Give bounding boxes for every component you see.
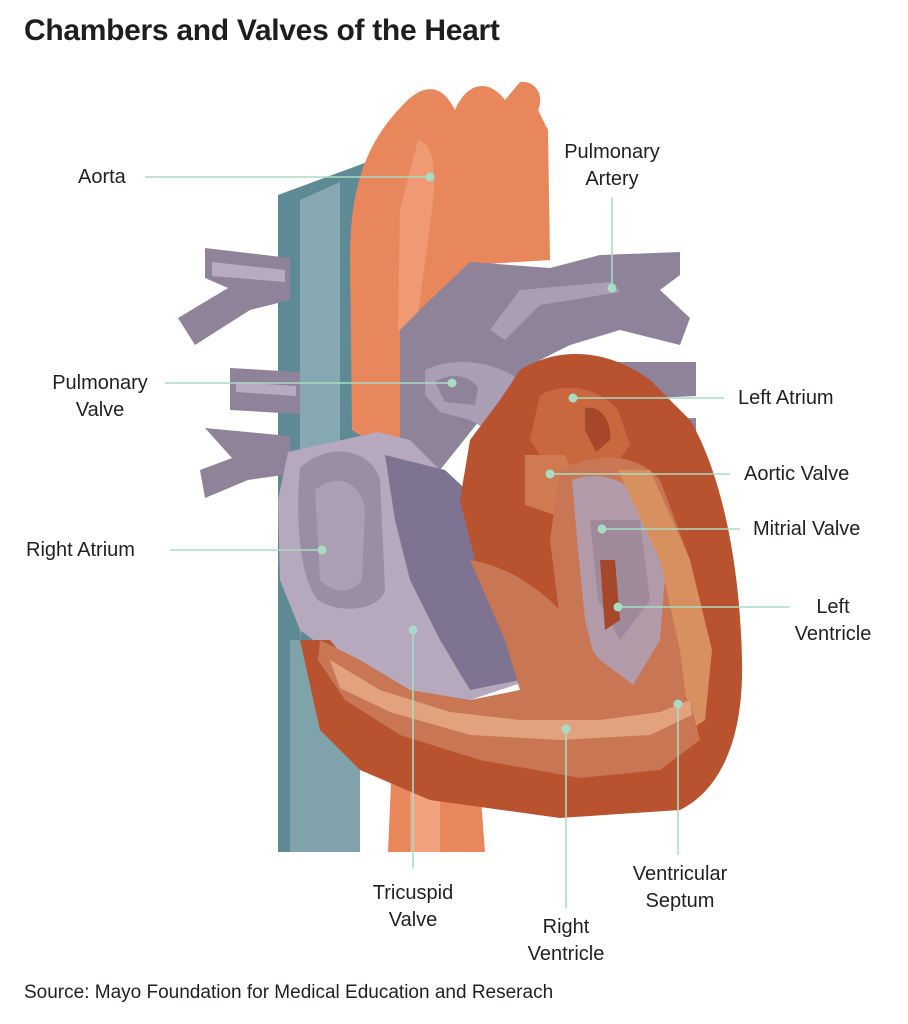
label-aorta: Aorta [78, 164, 126, 191]
left-ventricle-point [614, 603, 623, 612]
label-ventricular-septum: Ventricular Septum [612, 861, 748, 915]
label-pulmonary-artery: Pulmonary Artery [552, 139, 672, 193]
label-right-ventricle-line-1: Right [506, 914, 626, 941]
ventricular-septum-point [674, 700, 683, 709]
aortic-valve-point [546, 470, 555, 479]
mitral-valve-point [598, 525, 607, 534]
tricuspid-valve-point [409, 626, 418, 635]
label-left-atrium: Left Atrium [738, 385, 834, 412]
label-pulmonary-valve-line-1: Pulmonary [40, 370, 160, 397]
label-tricuspid-valve: Tricuspid Valve [353, 880, 473, 934]
label-pulmonary-artery-line-1: Pulmonary [552, 139, 672, 166]
label-left-ventricle-line-1: Left [774, 594, 892, 621]
pulmonary-artery-point [608, 284, 617, 293]
label-right-ventricle: Right Ventricle [506, 914, 626, 968]
right-ventricle-point [562, 725, 571, 734]
pulmonary-valve-point [448, 379, 457, 388]
label-ventricular-septum-line-2: Septum [612, 888, 748, 915]
aorta-point [426, 173, 435, 182]
label-right-atrium: Right Atrium [26, 537, 135, 564]
label-tricuspid-valve-line-2: Valve [353, 907, 473, 934]
label-mitral-valve: Mitrial Valve [753, 516, 860, 543]
label-aortic-valve: Aortic Valve [744, 461, 849, 488]
label-tricuspid-valve-line-1: Tricuspid [353, 880, 473, 907]
left-pulmonary-vessels [178, 248, 300, 498]
left-atrium-point [569, 394, 578, 403]
source-credit: Source: Mayo Foundation for Medical Educ… [24, 982, 553, 1004]
label-left-ventricle-line-2: Ventricle [774, 621, 892, 648]
label-pulmonary-valve: Pulmonary Valve [40, 370, 160, 424]
label-right-ventricle-line-2: Ventricle [506, 941, 626, 968]
label-left-ventricle: Left Ventricle [774, 594, 892, 648]
label-pulmonary-valve-line-2: Valve [40, 397, 160, 424]
label-ventricular-septum-line-1: Ventricular [612, 861, 748, 888]
right-atrium-point [318, 546, 327, 555]
label-pulmonary-artery-line-2: Artery [552, 166, 672, 193]
